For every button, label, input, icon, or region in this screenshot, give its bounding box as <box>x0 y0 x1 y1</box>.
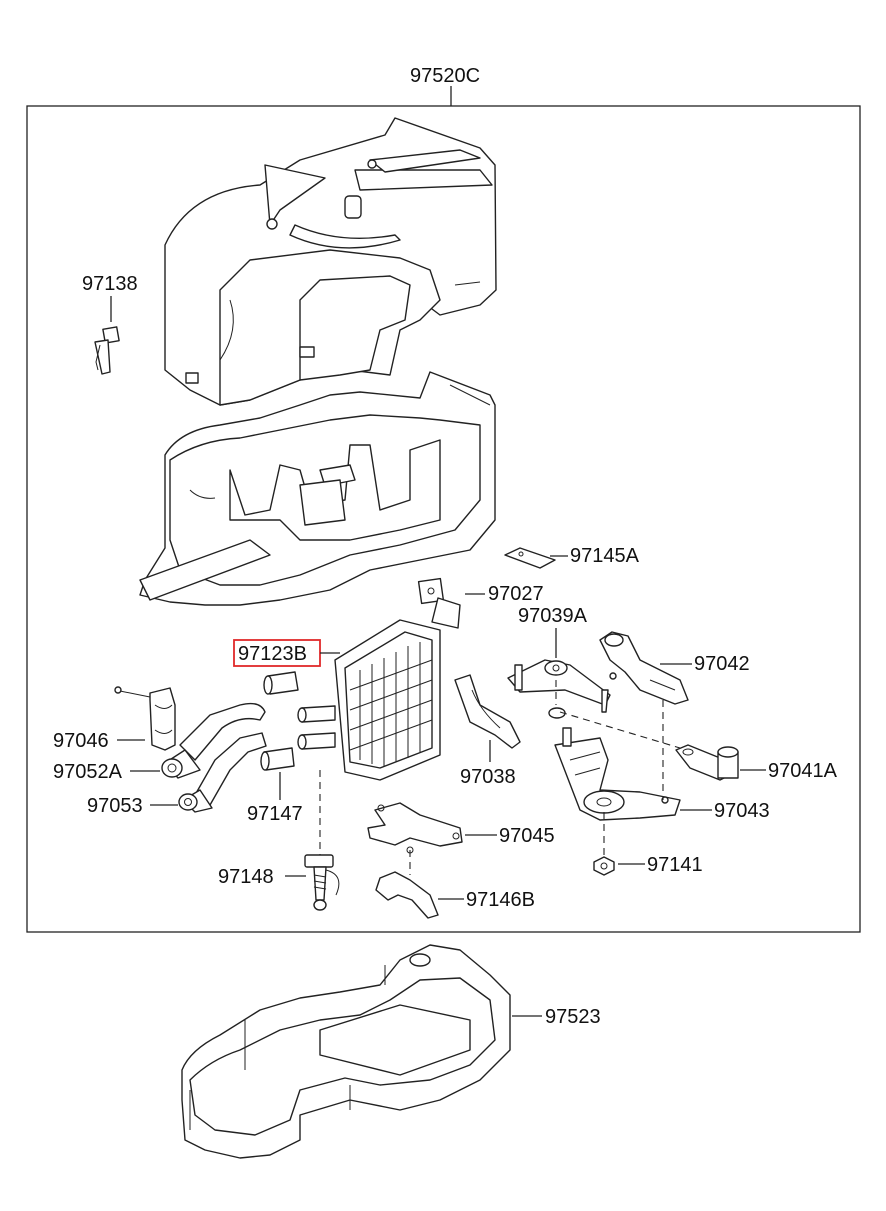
part-97145A <box>504 547 556 569</box>
part-97148-sensor <box>304 770 340 911</box>
label-97148[interactable]: 97148 <box>218 866 274 888</box>
label-97043[interactable]: 97043 <box>714 800 770 822</box>
part-97146B-clip <box>375 850 439 919</box>
label-97046[interactable]: 97046 <box>53 730 109 752</box>
part-97523-lower-case <box>181 944 511 1159</box>
label-97041A[interactable]: 97041A <box>768 760 838 782</box>
upper-case <box>164 117 497 406</box>
label-97052A[interactable]: 97052A <box>53 761 123 783</box>
label-97141[interactable]: 97141 <box>647 854 703 876</box>
lower-case <box>139 371 496 606</box>
assembly-frame <box>26 105 861 933</box>
label-97053[interactable]: 97053 <box>87 795 143 817</box>
label-97147[interactable]: 97147 <box>247 803 303 825</box>
label-97145A[interactable]: 97145A <box>570 545 640 567</box>
part-97038-link <box>454 674 521 749</box>
part-97039A-lever <box>507 659 617 713</box>
label-97038[interactable]: 97038 <box>460 766 516 788</box>
part-97045-bracket <box>367 802 463 854</box>
label-97523[interactable]: 97523 <box>545 1006 601 1028</box>
label-97520C[interactable]: 97520C <box>410 65 480 87</box>
label-97042[interactable]: 97042 <box>694 653 750 675</box>
part-97052A <box>161 758 183 778</box>
label-97123B[interactable]: 97123B <box>238 643 307 665</box>
part-97046-clip <box>114 686 176 751</box>
part-97053 <box>178 793 198 811</box>
part-97141-nut <box>593 856 615 876</box>
label-97039A[interactable]: 97039A <box>518 605 588 627</box>
label-97146B[interactable]: 97146B <box>466 889 535 911</box>
part-97123B-heater-core <box>297 619 441 781</box>
label-97138[interactable]: 97138 <box>82 273 138 295</box>
part-97138 <box>94 326 120 375</box>
part-97027 <box>417 577 461 629</box>
part-97042-lever <box>599 631 689 705</box>
part-97041A-lever <box>675 744 739 781</box>
label-97045[interactable]: 97045 <box>499 825 555 847</box>
part-97043-lever <box>548 707 681 821</box>
label-97027[interactable]: 97027 <box>488 583 544 605</box>
alignment-lines <box>555 680 681 858</box>
part-97147-seal <box>260 671 299 771</box>
